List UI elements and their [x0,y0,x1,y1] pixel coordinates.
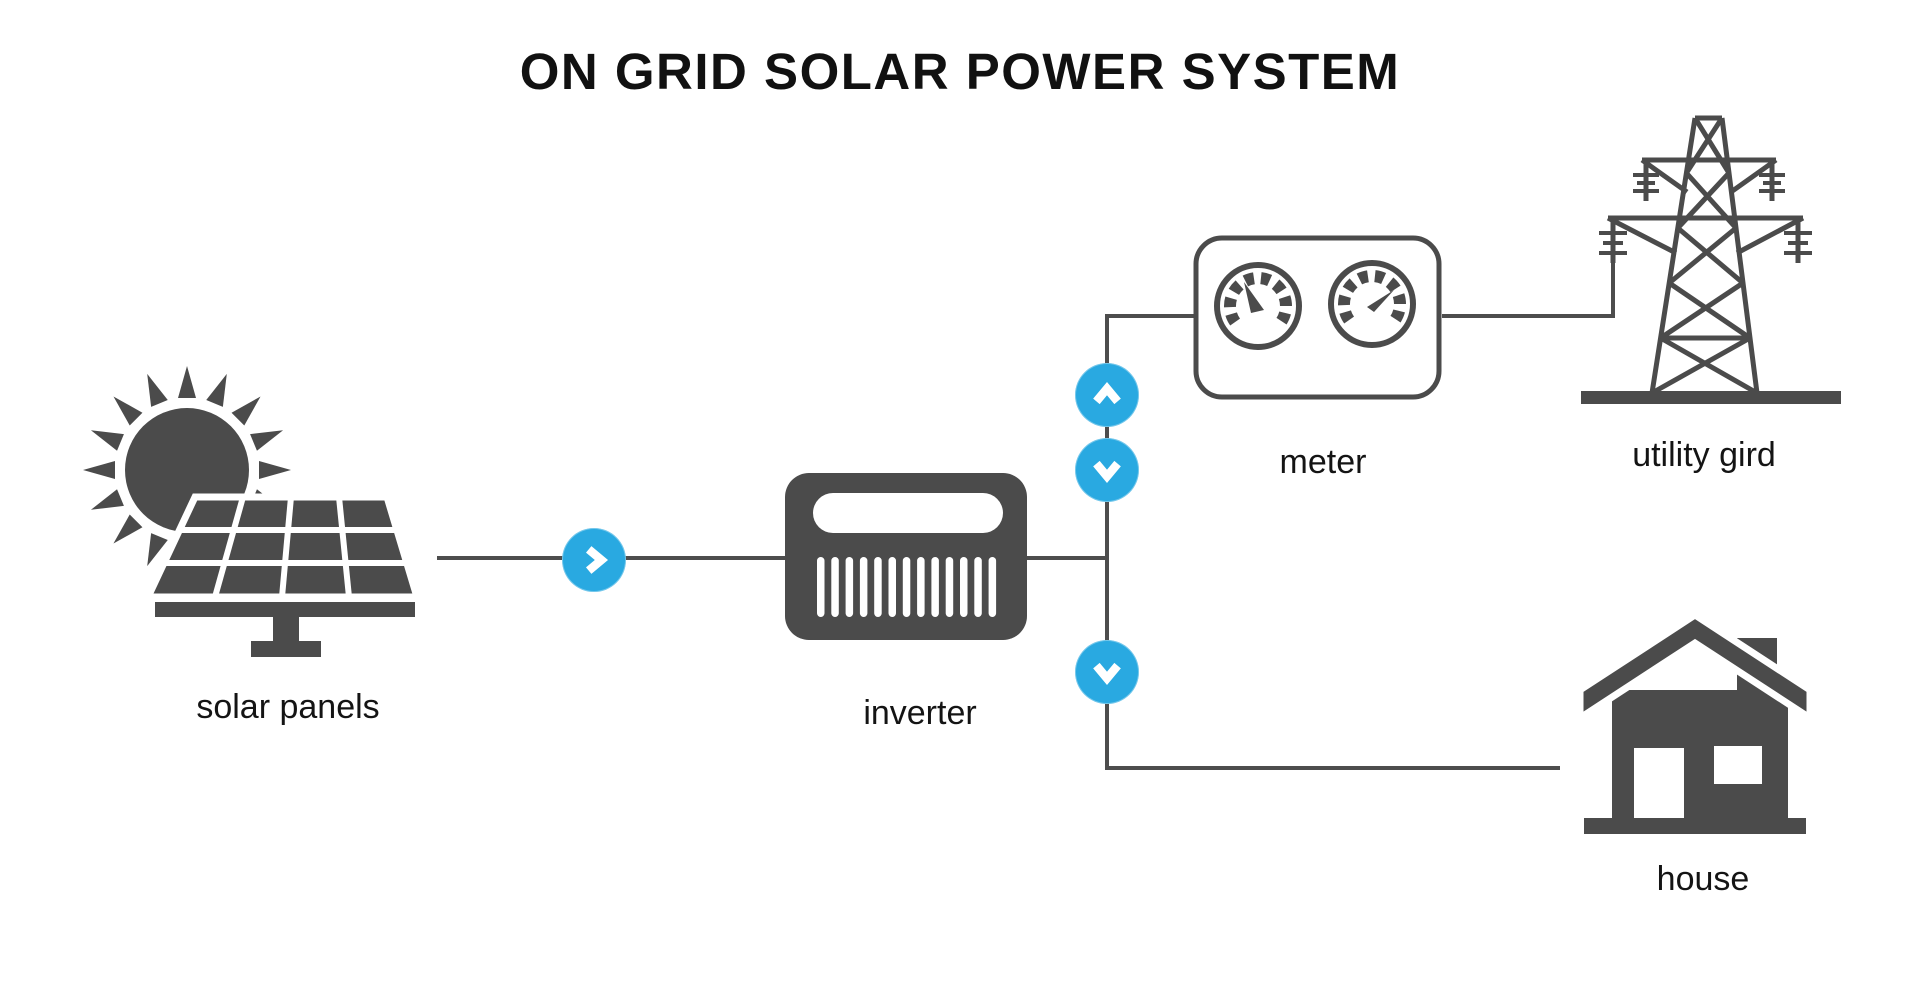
utility-grid-label: utility gird [1632,436,1776,474]
utility-grid-icon [1581,115,1841,404]
ground-bar [1581,391,1841,404]
insulator-icons [1599,173,1812,255]
chevron-up-icon [1093,382,1121,405]
chevron-down-icon [1093,460,1121,483]
panel-grid [142,493,415,657]
inverter-vents [817,557,997,617]
solar-panels-icon [83,366,415,657]
flow-badge-up-to-meter [1075,363,1139,427]
door [1634,748,1684,818]
gauge-right-icon [1328,260,1416,348]
house-icon [1576,612,1814,834]
flow-badge-solar-to-inverter [562,528,626,592]
solar-panels-label: solar panels [196,688,380,726]
roof [1576,612,1814,725]
wire-inverter-to-bus [1027,556,1107,560]
house-base [1584,818,1806,834]
wire-bus-to-meter [1105,314,1197,318]
window [1714,746,1762,784]
flow-badge-down-to-house [1075,640,1139,704]
house-label: house [1656,860,1750,898]
meter-icon [1193,235,1442,400]
chevron-right-icon [585,546,609,574]
chevron-down-icon [1093,662,1121,685]
flow-badge-down-from-meter [1075,438,1139,502]
diagram-title: ON GRID SOLAR POWER SYSTEM [519,43,1401,100]
wire-grid-drop [1611,256,1615,318]
inverter-icon [785,473,1027,640]
wire-bus-to-house [1105,766,1560,770]
wire-meter-to-grid [1442,314,1615,318]
meter-label: meter [1279,443,1367,481]
inverter-label: inverter [863,694,977,732]
wire-bus-vertical [1105,314,1109,770]
gauge-left-icon [1214,262,1302,350]
